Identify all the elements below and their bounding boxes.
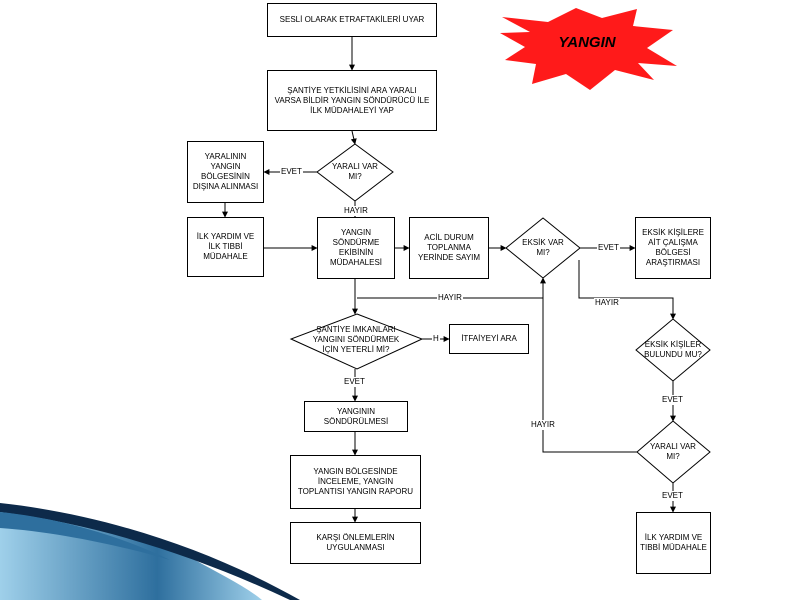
node-first-aid: İLK YARDIM VE İLK TIBBİ MÜDAHALE [187, 217, 264, 277]
label-hayir-injured-2: HAYIR [530, 420, 556, 430]
node-preventive-measures: KARŞI ÖNLEMLERİN UYGULANMASI [290, 522, 421, 564]
label-hayir-missing: HAYIR [594, 298, 620, 308]
label-hayir-injured: HAYIR [343, 206, 369, 216]
diamond-site-means [289, 313, 424, 370]
node-fire-team: YANGIN SÖNDÜRME EKİBİNİN MÜDAHALESİ [317, 217, 395, 279]
fire-badge-text: YANGIN [558, 34, 616, 51]
label-evet-found: EVET [661, 395, 684, 405]
decision-site-means-label: ŞANTİYE İMKANLARI YANGINI SÖNDÜRMEK İÇİN… [312, 325, 400, 354]
decision-missing-label: EKSİK VAR MI? [522, 238, 564, 257]
decision-injured-2-label: YARALI VAR MI? [650, 442, 696, 461]
label-evet-injured-2: EVET [661, 491, 684, 501]
diamond-injured [316, 143, 394, 202]
label-evet-means: EVET [343, 377, 366, 387]
node-fire-extinguished: YANGININ SÖNDÜRÜLMESİ [304, 401, 408, 432]
label-evet-injured: EVET [280, 167, 303, 177]
label-h-means: H [432, 334, 440, 344]
decision-found-label: EKSİK KİŞİLER BULUNDU MU? [644, 340, 702, 359]
label-evet-missing: EVET [597, 243, 620, 253]
diamond-found [635, 318, 711, 382]
edge-notify-question [350, 130, 357, 145]
node-call-fire-department: İTFAİYEYİ ARA [449, 324, 529, 354]
label-hayir-loop: HAYIR [437, 293, 463, 303]
diamond-missing [505, 217, 581, 279]
node-final-first-aid: İLK YARDIM VE TIBBİ MÜDAHALE [636, 512, 711, 574]
diamond-injured-2 [636, 420, 711, 484]
edge-injured2-no [540, 277, 637, 453]
node-notify-site-officer: ŞANTİYE YETKİLİSİNİ ARA YARALI VARSA BİL… [267, 70, 437, 131]
node-assembly-count: ACİL DURUM TOPLANMA YERİNDE SAYIM [409, 217, 489, 279]
edge-missing-no [578, 260, 676, 320]
decision-injured-label: YARALI VAR MI? [332, 162, 378, 181]
node-inspection-report: YANGIN BÖLGESİNDE İNCELEME, YANGIN TOPLA… [290, 455, 421, 509]
node-search-missing: EKSİK KİŞİLERE AİT ÇALIŞMA BÖLGESİ ARAŞT… [635, 217, 711, 279]
node-alert-people: SESLİ OLARAK ETRAFTAKİLERİ UYAR [267, 3, 437, 37]
node-remove-injured: YARALININ YANGIN BÖLGESİNİN DIŞINA ALINM… [187, 141, 264, 203]
